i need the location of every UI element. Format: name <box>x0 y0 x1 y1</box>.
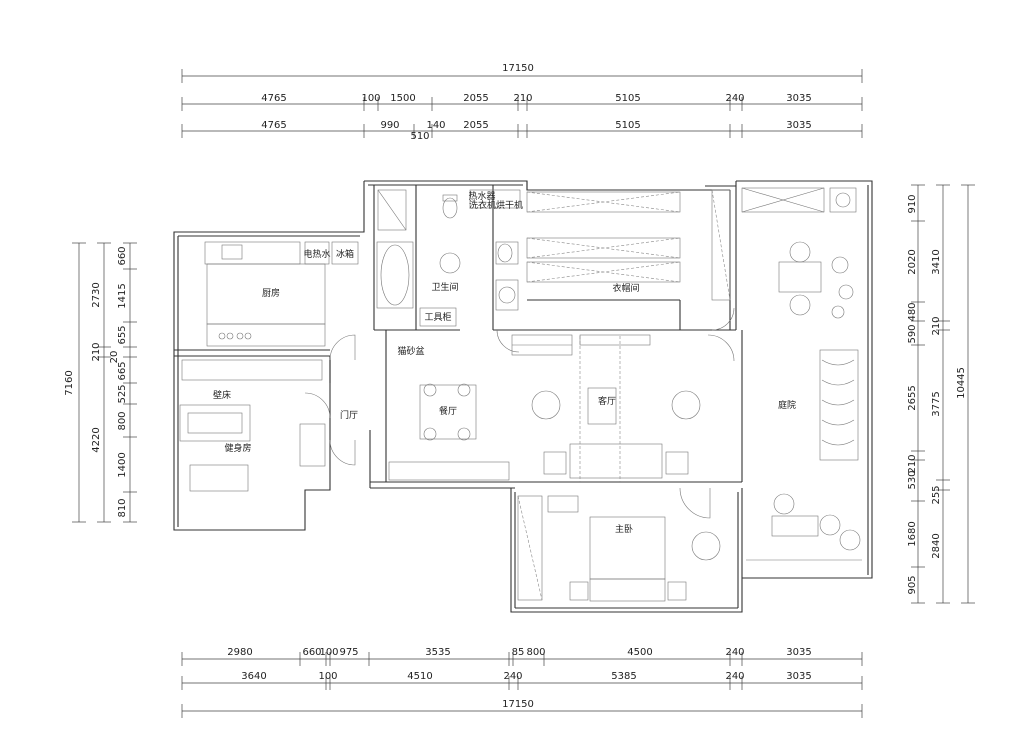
label-water-heater: 电热水 <box>303 248 330 260</box>
label-bathroom: 卫生间 <box>431 281 458 293</box>
dim-left-out-2: 4220 <box>91 427 102 452</box>
dim-right-out-4: 2840 <box>931 533 942 558</box>
dim-left-out-1: 210 <box>91 342 102 361</box>
dim-bot2-3: 240 <box>503 671 522 682</box>
dim-top1-7: 3035 <box>786 93 811 104</box>
master-furniture <box>517 495 721 602</box>
dim-bot1-9: 3035 <box>786 647 811 658</box>
dim-bot1-3: 975 <box>339 647 358 658</box>
dim-left-in-3: 20 <box>109 351 120 364</box>
dim-top2-3: 2055 <box>463 120 488 131</box>
closet-shelves <box>526 189 731 301</box>
dim-bot2-4: 5385 <box>611 671 636 682</box>
dim-left-total: 7160 <box>64 370 75 395</box>
dim-right-in-2: 480 <box>907 302 918 321</box>
dim-right-out-0: 3410 <box>931 249 942 274</box>
label-kitchen: 厨房 <box>262 287 280 299</box>
dim-left-in-8: 810 <box>117 498 128 517</box>
dim-bot1-6: 800 <box>526 647 545 658</box>
dim-left-in-1: 1415 <box>117 283 128 308</box>
dim-left-in-4: 665 <box>117 361 128 380</box>
dim-bot1-2: 100 <box>319 647 338 658</box>
label-litter: 猫砂盆 <box>397 345 424 357</box>
label-wall-bed: 壁床 <box>213 389 231 401</box>
dim-left-in-6: 800 <box>117 411 128 430</box>
dim-right-in-6: 530 <box>907 470 918 489</box>
bottom-dimensions: 2980 660 100 975 3535 85 800 4500 240 30… <box>181 647 863 718</box>
right-dimensions: 910 2020 480 590 2655 210 530 1680 905 3… <box>907 184 975 604</box>
dim-top1-4: 210 <box>513 93 532 104</box>
dim-right-total: 10445 <box>956 367 967 399</box>
dim-bot2-5: 240 <box>725 671 744 682</box>
courtyard-furniture <box>741 187 862 561</box>
label-courtyard: 庭院 <box>778 399 796 411</box>
dim-bot2-2: 4510 <box>407 671 432 682</box>
label-heater-small: 热水器 <box>468 190 495 202</box>
dim-left-in-2: 655 <box>117 325 128 344</box>
dim-right-in-5: 210 <box>907 454 918 473</box>
dim-right-in-7: 1680 <box>907 521 918 546</box>
dim-bottom-total: 17150 <box>502 699 534 710</box>
label-tool-cabinet: 工具柜 <box>424 311 451 323</box>
label-closet: 衣帽间 <box>612 282 639 294</box>
dim-top2-1: 990 <box>380 120 399 131</box>
dim-left-in-0: 660 <box>117 246 128 265</box>
dim-top1-3: 2055 <box>463 93 488 104</box>
dim-bot1-0: 2980 <box>227 647 252 658</box>
dim-top2-0: 4765 <box>261 120 286 131</box>
dim-bot1-5: 85 <box>512 647 525 658</box>
left-dimensions: 7160 2730 210 4220 660 1415 655 20 665 5… <box>64 242 137 523</box>
dim-top1-2: 1500 <box>390 93 415 104</box>
gym-furniture <box>179 359 326 492</box>
dim-right-out-2: 3775 <box>931 391 942 416</box>
top-dimensions: 17150 4765 100 1500 2055 210 5105 240 30… <box>181 63 863 142</box>
dim-right-out-1: 210 <box>931 316 942 335</box>
dim-bot2-1: 100 <box>318 671 337 682</box>
kitchen-furniture <box>204 241 359 347</box>
dim-top1-6: 240 <box>725 93 744 104</box>
dim-bot1-8: 240 <box>725 647 744 658</box>
dim-top1-1: 100 <box>361 93 380 104</box>
dim-top2-extra: 510 <box>410 131 429 142</box>
label-gym: 健身房 <box>224 442 251 454</box>
dim-right-in-4: 2655 <box>907 385 918 410</box>
doors <box>304 307 735 519</box>
dim-left-in-7: 1400 <box>117 452 128 477</box>
dim-bot2-0: 3640 <box>241 671 266 682</box>
walls <box>173 180 873 613</box>
dim-right-in-0: 910 <box>907 194 918 213</box>
dim-bot2-6: 3035 <box>786 671 811 682</box>
dim-right-out-3: 255 <box>931 485 942 504</box>
dim-left-out-0: 2730 <box>91 282 102 307</box>
dim-top1-5: 5105 <box>615 93 640 104</box>
dim-top2-2: 140 <box>426 120 445 131</box>
label-washer: 洗衣机烘干机 <box>469 199 523 211</box>
dim-bot1-7: 4500 <box>627 647 652 658</box>
label-entrance: 门厅 <box>340 409 358 421</box>
dim-right-in-8: 905 <box>907 575 918 594</box>
dim-right-in-3: 590 <box>907 324 918 343</box>
living-furniture <box>388 334 701 482</box>
dim-top1-0: 4765 <box>261 93 286 104</box>
dim-right-in-1: 2020 <box>907 249 918 274</box>
dim-top2-4: 5105 <box>615 120 640 131</box>
bathroom-fixtures <box>376 189 521 327</box>
dim-top2-5: 3035 <box>786 120 811 131</box>
label-dining: 餐厅 <box>439 405 457 417</box>
label-living: 客厅 <box>598 395 616 407</box>
label-master: 主卧 <box>615 523 633 535</box>
dim-top-total: 17150 <box>502 63 534 74</box>
room-labels: 厨房 卫生间 衣帽间 壁床 健身房 猫砂盆 餐厅 客厅 门厅 主卧 庭院 冰箱 … <box>213 190 796 535</box>
label-fridge: 冰箱 <box>336 248 354 260</box>
dim-bot1-4: 3535 <box>425 647 450 658</box>
dim-left-in-5: 525 <box>117 384 128 403</box>
dim-bot1-1: 660 <box>302 647 321 658</box>
